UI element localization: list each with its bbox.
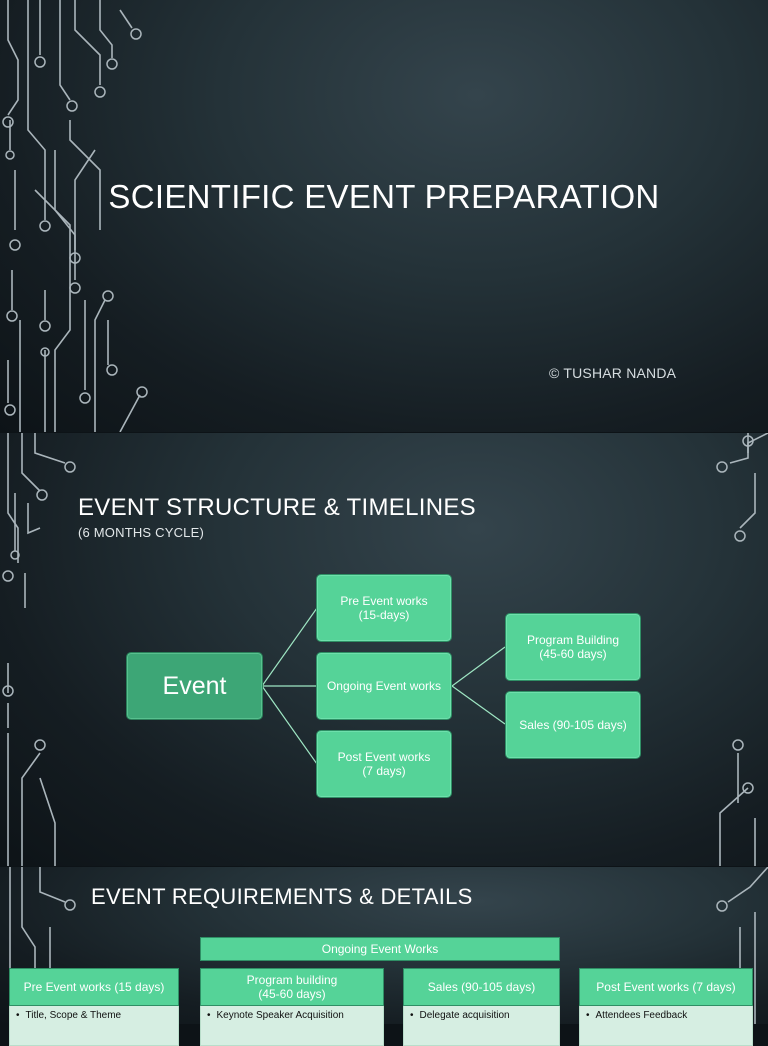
title-slide: SCIENTIFIC EVENT PREPARATION © TUSHAR NA… bbox=[0, 0, 768, 432]
column-header: Program building (45-60 days) bbox=[200, 968, 384, 1006]
presentation-title: SCIENTIFIC EVENT PREPARATION bbox=[108, 178, 660, 215]
circuit-decoration-icon bbox=[2, 433, 768, 866]
requirements-column-pre-event: Pre Event works (15 days) •Title, Scope … bbox=[9, 968, 179, 1046]
post-event-node: Post Event works (7 days) bbox=[316, 730, 452, 798]
column-body: •Keynote Speaker Acquisition bbox=[200, 1006, 384, 1046]
event-root-node: Event bbox=[126, 652, 263, 720]
list-item: •Attendees Feedback bbox=[586, 1010, 688, 1021]
ongoing-event-node: Ongoing Event works bbox=[316, 652, 452, 720]
requirements-column-program-building: Program building (45-60 days) •Keynote S… bbox=[200, 968, 384, 1046]
pre-event-node: Pre Event works (15-days) bbox=[316, 574, 452, 642]
structure-slide: EVENT STRUCTURE & TIMELINES (6 MONTHS CY… bbox=[0, 433, 768, 866]
slide-title: EVENT REQUIREMENTS & DETAILS bbox=[91, 884, 473, 909]
circuit-decoration-icon bbox=[2, 0, 148, 432]
column-body: •Delegate acquisition bbox=[403, 1006, 560, 1046]
slide-title: EVENT STRUCTURE & TIMELINES bbox=[78, 494, 476, 521]
column-body: •Title, Scope & Theme bbox=[9, 1006, 179, 1046]
column-header: Post Event works (7 days) bbox=[579, 968, 753, 1006]
ongoing-works-banner: Ongoing Event Works bbox=[200, 937, 560, 961]
sales-node: Sales (90-105 days) bbox=[505, 691, 641, 759]
program-building-node: Program Building (45-60 days) bbox=[505, 613, 641, 681]
requirements-column-sales: Sales (90-105 days) •Delegate acquisitio… bbox=[403, 968, 560, 1046]
requirements-column-post-event: Post Event works (7 days) •Attendees Fee… bbox=[579, 968, 753, 1046]
column-header: Sales (90-105 days) bbox=[403, 968, 560, 1006]
column-body: •Attendees Feedback bbox=[579, 1006, 753, 1046]
list-item: •Keynote Speaker Acquisition bbox=[207, 1010, 344, 1021]
list-item: •Title, Scope & Theme bbox=[16, 1010, 122, 1021]
list-item: •Delegate acquisition bbox=[410, 1010, 510, 1021]
author-credit: © TUSHAR NANDA bbox=[549, 365, 677, 381]
column-header: Pre Event works (15 days) bbox=[9, 968, 179, 1006]
slide-subtitle: (6 MONTHS CYCLE) bbox=[78, 525, 204, 540]
